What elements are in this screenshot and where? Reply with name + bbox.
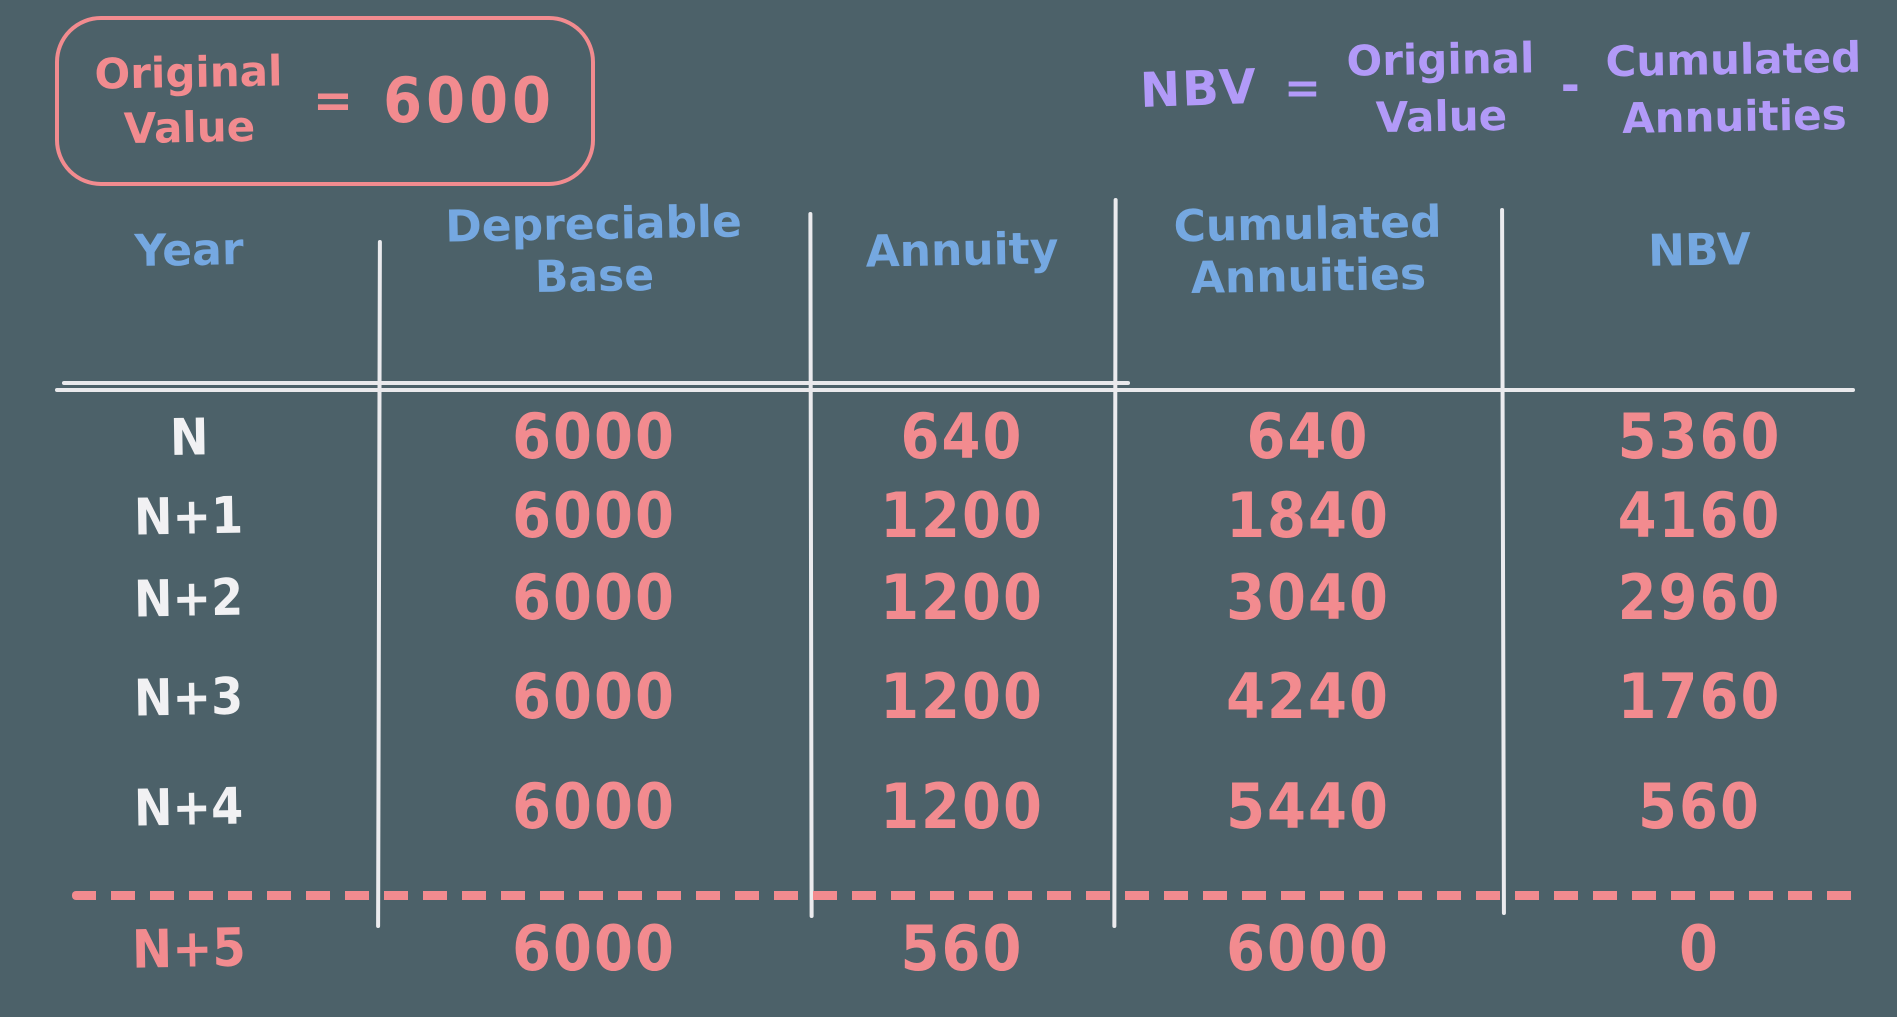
year-cell: N+2 (134, 567, 244, 629)
value-cell-annuity: 1200 (880, 770, 1044, 844)
column-header-nbv: NBV (1647, 224, 1752, 277)
header-rule-top (62, 381, 1130, 385)
formula-equals-sign: = (1283, 63, 1321, 115)
table-row-after-separator: N+5 6000 560 6000 0 (0, 905, 1897, 993)
header-rule-bottom (55, 388, 1855, 392)
year-cell: N+5 (131, 917, 247, 981)
value-cell-annuity: 560 (900, 912, 1024, 986)
nbv-formula: NBV = Original Value - Cumulated Annuiti… (1139, 32, 1862, 145)
table-row: N+2 6000 1200 3040 2960 (0, 556, 1897, 640)
equals-sign: = (312, 73, 354, 129)
year-cell: N+4 (134, 776, 244, 838)
value-cell-cumulated-annuities: 4240 (1226, 660, 1390, 734)
formula-result: NBV (1139, 58, 1259, 119)
year-cell: N (169, 406, 209, 468)
original-value-amount: 6000 (383, 64, 555, 138)
formula-term-cumulated-annuities: Cumulated Annuities (1604, 32, 1862, 143)
period-separator-dashed-line (72, 891, 1862, 900)
table-row: N+1 6000 1200 1840 4160 (0, 476, 1897, 556)
year-cell: N+1 (134, 485, 244, 547)
value-cell-depreciable-base: 6000 (512, 400, 676, 474)
value-cell-annuity: 1200 (880, 561, 1044, 635)
year-cell: N+3 (134, 666, 244, 728)
formula-minus-sign: - (1560, 57, 1580, 112)
value-cell-depreciable-base: 6000 (512, 770, 676, 844)
table-row: N+3 6000 1200 4240 1760 (0, 652, 1897, 742)
formula-term-original-value: Original Value (1345, 33, 1535, 142)
value-cell-nbv: 560 (1638, 770, 1761, 844)
column-header-depreciable-base: Depreciable Base (444, 196, 743, 304)
value-cell-nbv: 1760 (1617, 660, 1782, 734)
table-header-row: Year Depreciable Base Annuity Cumulated … (0, 192, 1897, 310)
value-cell-nbv: 5360 (1617, 400, 1782, 474)
table-row: N+4 6000 1200 5440 560 (0, 762, 1897, 852)
value-cell-cumulated-annuities: 640 (1246, 400, 1370, 474)
value-cell-depreciable-base: 6000 (512, 561, 676, 635)
original-value-box: Original Value = 6000 (55, 16, 595, 186)
value-cell-cumulated-annuities: 1840 (1226, 479, 1390, 553)
value-cell-depreciable-base: 6000 (512, 479, 676, 553)
value-cell-annuity: 1200 (880, 479, 1044, 553)
column-header-year: Year (134, 224, 244, 277)
value-cell-cumulated-annuities: 3040 (1226, 561, 1390, 635)
column-header-cumulated-annuities: Cumulated Annuities (1173, 196, 1442, 305)
value-cell-nbv: 0 (1679, 912, 1720, 986)
value-cell-depreciable-base: 6000 (512, 660, 676, 734)
value-cell-annuity: 1200 (880, 660, 1044, 734)
value-cell-nbv: 2960 (1617, 561, 1782, 635)
value-cell-annuity: 640 (900, 400, 1024, 474)
column-header-annuity: Annuity (865, 223, 1059, 278)
original-value-label: Original Value (94, 46, 283, 154)
value-cell-depreciable-base: 6000 (512, 912, 676, 986)
value-cell-nbv: 4160 (1617, 479, 1782, 553)
value-cell-cumulated-annuities: 5440 (1226, 770, 1390, 844)
value-cell-cumulated-annuities: 6000 (1226, 912, 1390, 986)
table-row: N 6000 640 640 5360 (0, 398, 1897, 476)
